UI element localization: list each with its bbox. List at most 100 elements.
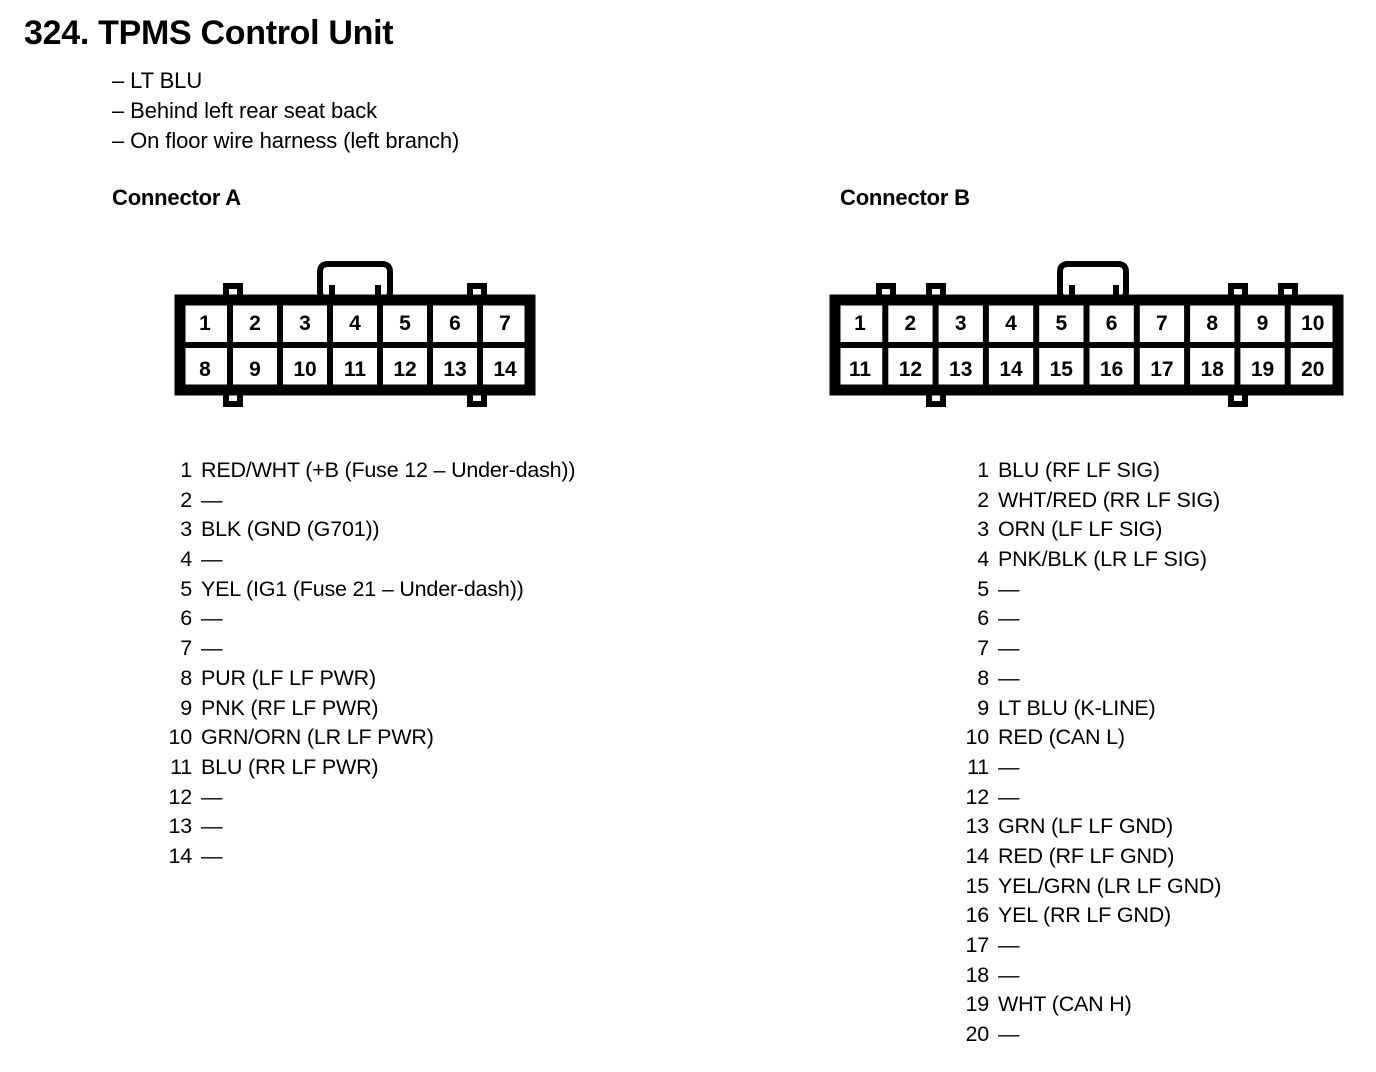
cell-b-20: 20 [1301, 358, 1324, 381]
pin-number: 12 [168, 784, 192, 809]
pin-label: — [998, 1022, 1020, 1047]
cell-b-5: 5 [1055, 312, 1067, 335]
pin-row: 9 PNK (RF LF PWR) [158, 694, 575, 724]
pin-label: — [201, 784, 223, 809]
cell-a-8: 8 [199, 358, 211, 381]
description-line-2: – Behind left rear seat back [112, 98, 378, 123]
description-line-1: – LT BLU [112, 68, 203, 93]
pin-number: 7 [977, 636, 989, 661]
pin-number: 9 [180, 695, 192, 720]
pin-number: 10 [965, 725, 989, 750]
cell-a-9: 9 [249, 358, 261, 381]
cell-b-16: 16 [1100, 358, 1123, 381]
pin-row: 14— [158, 842, 575, 872]
pin-number: 8 [180, 665, 192, 690]
connector-b-body [829, 294, 1344, 396]
pin-label: — [998, 933, 1020, 957]
pin-number: 6 [180, 606, 192, 631]
cell-a-10: 10 [293, 358, 316, 381]
pin-number: 18 [965, 962, 989, 987]
pin-label: — [201, 843, 223, 868]
pin-number: 5 [977, 576, 989, 601]
pin-label: WHT (CAN H) [998, 992, 1132, 1017]
pin-number: 19 [965, 992, 989, 1017]
cell-b-19: 19 [1251, 358, 1274, 381]
connector-b-svg: 1 2 3 4 5 6 7 8 9 10 11 12 13 14 15 16 1… [829, 261, 1344, 407]
pin-label: RED (RF LF GND) [998, 843, 1175, 868]
cell-b-18: 18 [1201, 358, 1225, 381]
pin-number: 13 [168, 814, 192, 839]
pin-label: — [998, 754, 1020, 779]
cell-b-3: 3 [955, 312, 967, 335]
pin-label: — [201, 636, 223, 661]
cell-b-14: 14 [999, 358, 1023, 381]
pin-number: 17 [965, 933, 989, 957]
cell-a-1: 1 [199, 312, 211, 335]
cell-b-4: 4 [1005, 312, 1017, 335]
connector-b-heading: Connector B [840, 185, 970, 210]
pin-number: 11 [967, 754, 989, 779]
pin-label: YEL/GRN (LR LF GND) [998, 873, 1222, 898]
page-title: 324. TPMS Control Unit [24, 14, 394, 52]
pin-label: PNK/BLK (LR LF SIG) [998, 547, 1207, 572]
cell-a-12: 12 [393, 358, 416, 381]
pin-number: 7 [180, 636, 192, 661]
cell-b-9: 9 [1257, 312, 1269, 335]
cell-b-8: 8 [1206, 312, 1218, 335]
connector-b-diagram: 1 2 3 4 5 6 7 8 9 10 11 12 13 14 15 16 1… [820, 245, 1360, 425]
pin-label: RED/WHT (+B (Fuse 12 – Under-dash)) [201, 458, 576, 482]
cell-a-5: 5 [399, 312, 411, 335]
pin-label: BLU (RF LF SIG) [998, 458, 1160, 482]
cell-a-4: 4 [349, 312, 361, 335]
pin-number: 10 [168, 725, 192, 750]
cell-b-10: 10 [1301, 312, 1324, 335]
pin-row: 7— [955, 634, 1221, 664]
pin-label: — [201, 547, 223, 572]
cell-a-13: 13 [443, 358, 466, 381]
pin-row: 1 BLU (RF LF SIG) [955, 456, 1221, 486]
pin-row: 12— [955, 783, 1221, 813]
pin-number: 8 [977, 665, 989, 690]
cell-a-11: 11 [344, 358, 367, 381]
cell-b-13: 13 [949, 358, 972, 381]
connector-b-cell-numbers: 1 2 3 4 5 6 7 8 9 10 11 12 13 14 15 16 1… [849, 312, 1325, 381]
pin-number: 14 [965, 843, 989, 868]
pin-label: — [998, 576, 1020, 601]
pin-label: WHT/RED (RR LF SIG) [998, 487, 1220, 512]
pin-row: 2— [158, 486, 575, 516]
pin-label: — [998, 606, 1020, 631]
pin-number: 9 [977, 695, 989, 720]
pin-row: 11 — [955, 753, 1221, 783]
pin-number: 3 [977, 517, 989, 542]
connector-a-cell-numbers: 1 2 3 4 5 6 7 8 9 10 11 12 13 14 [199, 312, 517, 381]
pin-number: 13 [965, 814, 989, 839]
pin-number: 6 [977, 606, 989, 631]
pin-row: 8— [955, 664, 1221, 694]
pin-number: 15 [965, 873, 989, 898]
pin-row: 20— [955, 1020, 1221, 1050]
cell-b-11: 11 [849, 358, 872, 381]
pin-label: — [998, 784, 1020, 809]
pin-row: 8 PUR (LF LF PWR) [158, 664, 575, 694]
pin-label: PUR (LF LF PWR) [201, 665, 376, 690]
pin-row: 4— [158, 545, 575, 575]
pin-label: — [201, 814, 223, 839]
pin-label: BLU (RR LF PWR) [201, 754, 379, 779]
pin-number: 4 [180, 547, 192, 572]
pin-row: 5— [955, 575, 1221, 605]
pin-number: 1 [977, 458, 989, 482]
pin-row: 6— [955, 604, 1221, 634]
pin-label: PNK (RF LF PWR) [201, 695, 379, 720]
connector-a-diagram: 1 2 3 4 5 6 7 8 9 10 11 12 13 14 [160, 245, 560, 425]
cell-a-7: 7 [499, 312, 511, 335]
pin-number: 1 [180, 458, 192, 482]
connector-a-heading: Connector A [112, 185, 241, 210]
pin-number: 5 [180, 576, 192, 601]
